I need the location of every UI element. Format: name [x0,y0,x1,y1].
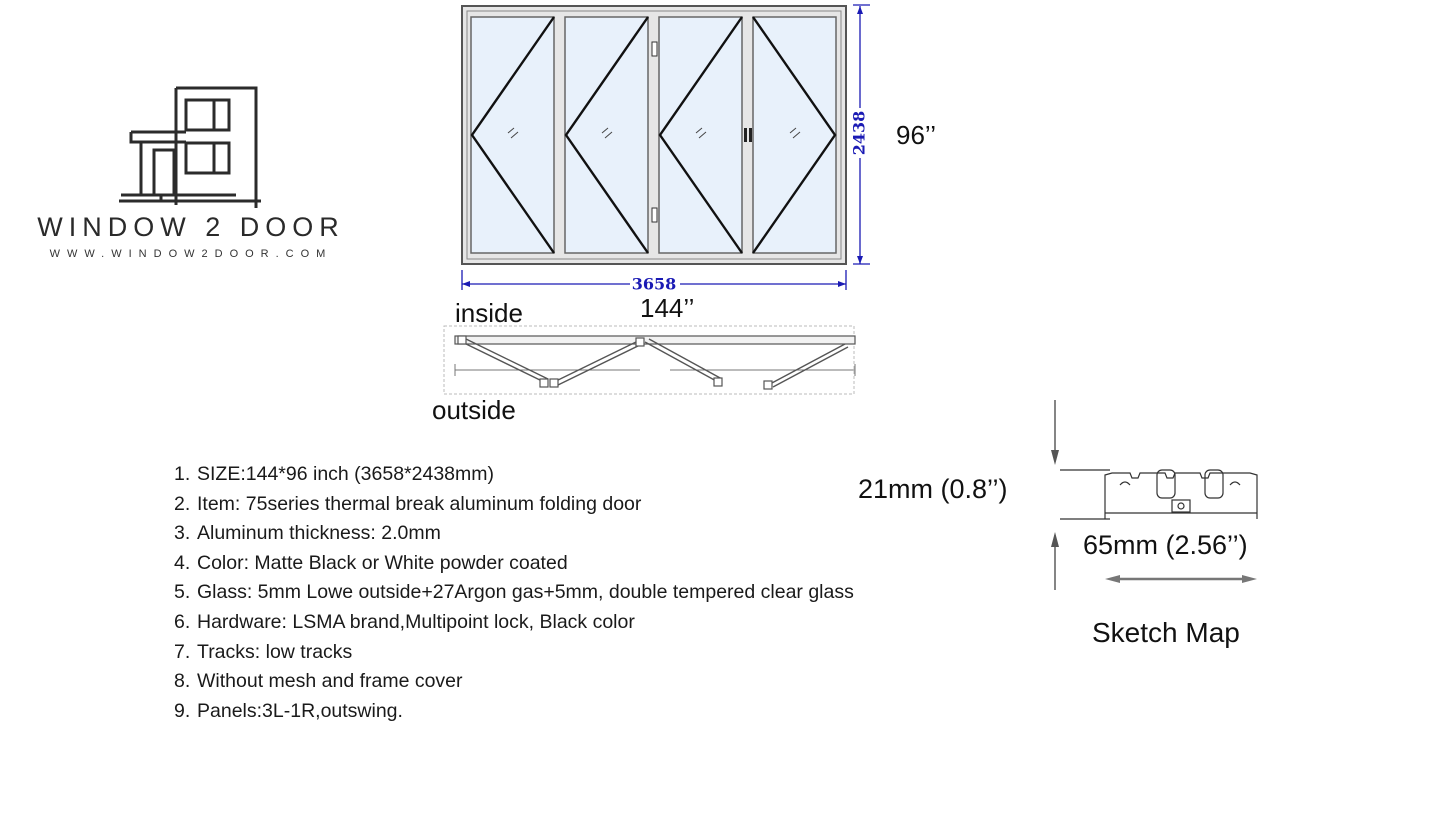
spec-item: 8.Without mesh and frame cover [174,670,463,693]
house-logo-icon [119,86,261,208]
width-inch-label: 144’’ [640,293,695,323]
door-elevation-drawing: 3658 2438 [461,4,871,294]
inside-label: inside [455,298,523,328]
spec-item: 3.Aluminum thickness: 2.0mm [174,522,441,545]
spec-item: 7.Tracks: low tracks [174,640,353,663]
height-inch-label: 96’’ [896,120,937,150]
brand-url: WWW.WINDOW2DOOR.COM [49,248,333,260]
profile-sketch-drawing [1051,400,1258,590]
spec-item: 2.Item: 75series thermal break aluminum … [174,492,642,515]
folding-plan-drawing [443,325,856,395]
spec-list: 1.SIZE:144*96 inch (3658*2438mm) 2.Item:… [174,461,854,727]
height-mm-label: 2438 [850,111,869,156]
spec-item: 9.Panels:3L-1R,outswing. [174,699,403,722]
spec-item: 4.Color: Matte Black or White powder coa… [174,551,568,574]
outside-label: outside [432,395,516,425]
spec-item: 5.Glass: 5mm Lowe outside+27Argon gas+5m… [174,581,854,604]
profile-height-label: 21mm (0.8’’) [858,474,1008,504]
width-mm-label: 3658 [632,275,677,294]
spec-item: 6.Hardware: LSMA brand,Multipoint lock, … [174,610,635,633]
spec-item: 1.SIZE:144*96 inch (3658*2438mm) [174,463,495,485]
brand-name: WINDOW 2 DOOR [37,212,345,242]
profile-width-label: 65mm (2.56’’) [1083,530,1248,560]
sketch-map-caption: Sketch Map [1092,617,1240,648]
